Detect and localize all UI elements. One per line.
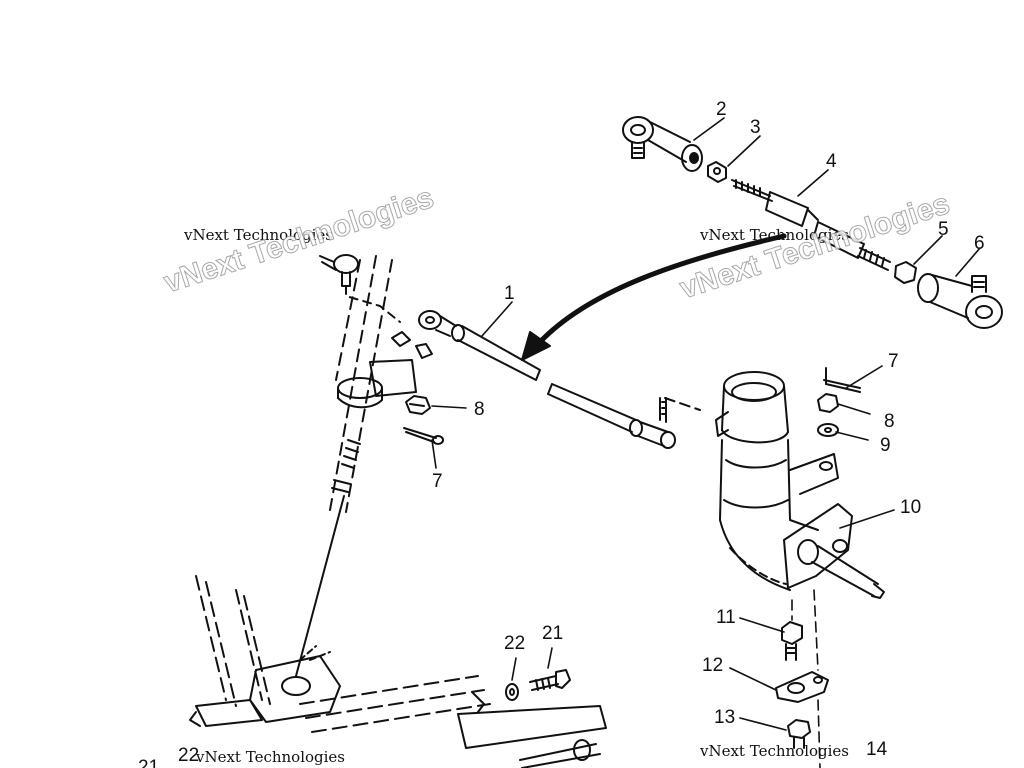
watermark-small-left: vNext Technologies [184,226,334,244]
callout-7-left: 7 [432,471,443,492]
callout-14: 14 [866,739,888,760]
callout-9: 9 [880,435,891,456]
watermark-small-bottom-left: vNext Technologies [196,748,346,766]
washer-part-9 [817,423,839,437]
rod-end-part-6 [917,273,1003,329]
callout-22-right: 22 [504,633,526,654]
watermark-small-bottom-right: vNext Technologies [700,742,850,760]
direction-arrow [521,233,787,361]
cotter-pin-part-7-left [403,427,444,445]
callout-21-left: 21 [138,757,160,768]
tie-rod-part-4 [731,179,891,271]
callout-3: 3 [750,117,761,138]
leader-lines [431,117,981,731]
nut-part-13 [787,719,811,749]
axle-pivot [189,645,341,727]
nut-part-3 [707,161,727,183]
steering-collar [331,359,417,493]
bolt-part-21 [529,669,571,691]
callout-1: 1 [504,283,515,304]
callout-4: 4 [826,151,837,172]
castle-nut-part-8-left [405,395,431,415]
tie-rod-part-1 [418,310,701,449]
rod-end-part-2 [622,116,703,172]
bolt-part-11 [781,621,803,661]
watermark-small-right: vNext Technologies [700,226,850,244]
spindle-part-10 [715,371,885,599]
plate-part-12 [775,671,829,703]
callout-12: 12 [702,655,724,676]
cotter-pin-part-7-right [823,367,861,393]
washer-part-22 [505,683,519,701]
steering-rod [295,495,345,677]
callout-22-left: 22 [178,745,200,766]
callout-8-left: 8 [474,399,485,420]
callout-2: 2 [716,99,727,120]
callout-7-right: 7 [888,351,899,372]
callout-6: 6 [974,233,985,254]
castle-nut-part-8-right [817,393,839,413]
axle-tube [457,691,607,768]
nut-part-5 [894,261,917,284]
callout-5: 5 [938,219,949,240]
callout-13: 13 [714,707,736,728]
callout-21-right: 21 [542,623,564,644]
left-ball-joint [319,254,433,359]
callout-11: 11 [716,607,736,628]
callout-8-right: 8 [884,411,895,432]
front-frame [195,575,491,733]
steering-shaft [329,255,393,513]
callout-10: 10 [900,497,922,518]
guide-lines [791,589,821,768]
